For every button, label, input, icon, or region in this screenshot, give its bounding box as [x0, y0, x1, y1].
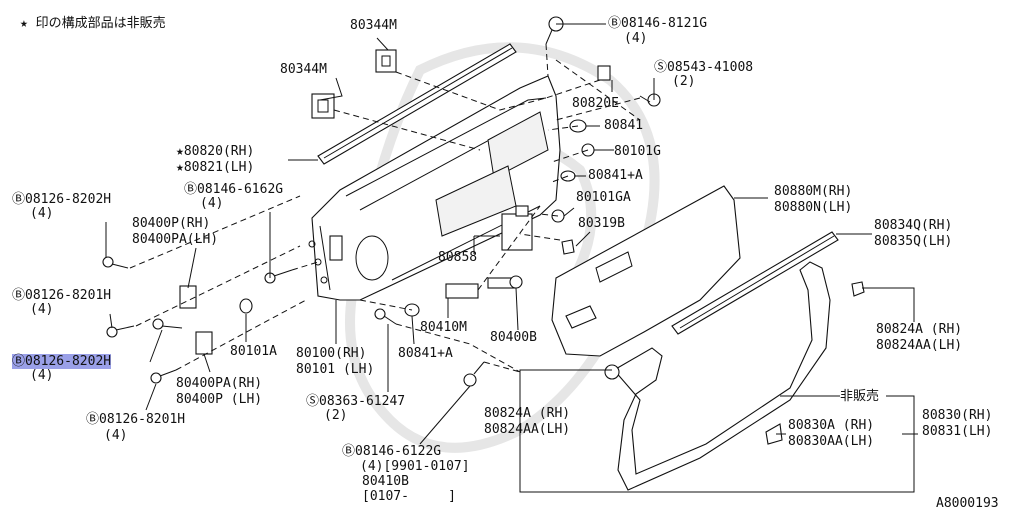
label-08126-8201h-upper-qty: (4) — [30, 302, 54, 317]
label-08126-8202h-lower: Ⓑ08126-8202H — [12, 354, 112, 369]
label-08126-8202h-lower-qty: (4) — [30, 368, 54, 383]
clip-80344m-left — [311, 93, 335, 119]
label-80830a-rh: 80830A (RH) — [788, 418, 875, 433]
label-not-for-sale: 非販売 — [840, 389, 880, 404]
label-80400pa-rh: 80400PA(RH) — [176, 376, 263, 391]
label-80841-upper: 80841 — [604, 118, 644, 133]
label-80841a-upper: 80841+A — [588, 168, 643, 183]
label-80834q-rh: 80834Q(RH) — [874, 218, 953, 233]
label-80400b: 80400B — [490, 330, 537, 345]
label-08146-6162g-qty: (4) — [200, 196, 224, 211]
label-80344m-left: 80344M — [280, 62, 327, 77]
label-80858: 80858 — [438, 250, 478, 265]
label-08126-8201h-lower: Ⓑ08126-8201H — [86, 412, 186, 427]
label-08146-8121g: Ⓑ08146-8121G — [608, 16, 708, 31]
label-80101ga: 80101GA — [576, 190, 631, 205]
label-80101a: 80101A — [230, 344, 277, 359]
label-08146-8121g-qty: (4) — [624, 31, 648, 46]
label-80824a-rh-mid: 80824A (RH) — [484, 406, 571, 421]
label-80400pa-lh: 80400PA(LH) — [132, 232, 219, 247]
leader-lines — [105, 23, 918, 493]
label-08146-6122g: Ⓑ08146-6122G — [342, 444, 442, 459]
label-80410m: 80410M — [420, 320, 467, 335]
label-08146-6162g: Ⓑ08146-6162G — [184, 182, 284, 197]
label-80880n-lh: 80880N(LH) — [774, 200, 853, 215]
label-80400p-rh: 80400P(RH) — [132, 216, 211, 231]
clip-80344m-top — [375, 49, 397, 73]
label-80344m-top: 80344M — [350, 18, 397, 33]
label-80319b: 80319B — [578, 216, 625, 231]
label-08126-8201h-lower-qty: (4) — [104, 428, 128, 443]
door-trim-board — [551, 185, 741, 357]
label-80835q-lh: 80835Q(LH) — [874, 234, 953, 249]
label-08543-41008: Ⓢ08543-41008 — [654, 60, 754, 75]
label-80824aa-lh-right: 80824AA(LH) — [876, 338, 963, 353]
label-08363-61247: Ⓢ08363-61247 — [306, 394, 406, 409]
label-08126-8202h-upper-qty: (4) — [30, 206, 54, 221]
label-08126-8201h-upper: Ⓑ08126-8201H — [12, 288, 112, 303]
label-80820e: 80820E — [572, 96, 619, 111]
label-80831-lh: 80831(LH) — [922, 424, 993, 439]
label-08543-41008-qty: (2) — [672, 74, 696, 89]
label-80821-lh: ★80821(LH) — [176, 160, 255, 175]
door-inner-panel — [308, 75, 561, 301]
label-80841a-lower: 80841+A — [398, 346, 453, 361]
label-80824aa-lh-mid: 80824AA(LH) — [484, 422, 571, 437]
label-80830-rh: 80830(RH) — [922, 408, 993, 423]
label-80820-rh: ★80820(RH) — [176, 144, 255, 159]
label-80410b: 80410B — [362, 474, 409, 489]
assembly-lines — [129, 43, 641, 373]
label-80824a-rh-right: 80824A (RH) — [876, 322, 963, 337]
door-weatherstrip — [613, 261, 831, 491]
label-80830aa-lh: 80830AA(LH) — [788, 434, 875, 449]
label-08146-6122g-qty: (4)[9901-0107] — [360, 459, 470, 474]
label-08363-61247-qty: (2) — [324, 408, 348, 423]
note-text: ★ 印の構成部品は非販売 — [20, 16, 166, 31]
label-80101-lh: 80101 (LH) — [296, 362, 375, 377]
inner-belt-molding — [671, 231, 839, 335]
figure-id: A8000193 — [936, 496, 999, 510]
label-80880m-rh: 80880M(RH) — [774, 184, 853, 199]
label-80101g: 80101G — [614, 144, 661, 159]
label-80400p-lh: 80400P (LH) — [176, 392, 263, 407]
label-80100-rh: 80100(RH) — [296, 346, 367, 361]
label-80410b-range: [0107- ] — [362, 489, 456, 504]
label-08126-8202h-upper: Ⓑ08126-8202H — [12, 192, 112, 207]
window-weatherstrip — [317, 43, 517, 165]
